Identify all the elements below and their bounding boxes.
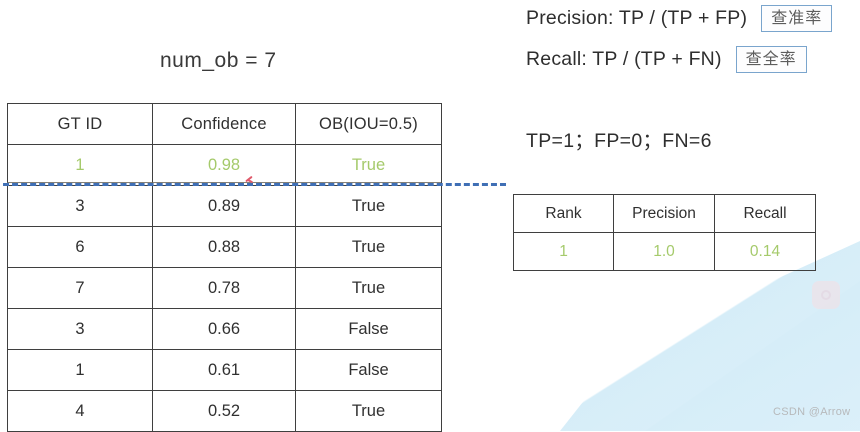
column-header-confidence: Confidence — [152, 103, 296, 145]
site-watermark: CSDN @Arrow — [773, 406, 851, 418]
table-row: 7 0.78 True — [7, 267, 442, 309]
table-row: 1 0.98 True — [7, 144, 442, 186]
cell-confidence: 0.88 — [152, 226, 296, 268]
cell-confidence: 0.61 — [152, 349, 296, 391]
cell-ob: False — [295, 308, 442, 350]
table-row: 3 0.66 False — [7, 308, 442, 350]
column-header-recall: Recall — [714, 194, 816, 233]
app-badge-watermark-icon — [812, 281, 840, 309]
cell-ob: True — [295, 267, 442, 309]
cell-confidence: 0.98 — [152, 144, 296, 186]
cell-precision: 1.0 — [613, 232, 715, 271]
cell-gt-id: 1 — [7, 144, 153, 186]
results-table-header-row: Rank Precision Recall — [513, 194, 816, 233]
column-header-precision: Precision — [613, 194, 715, 233]
recall-formula: Recall: TP / (TP + FN) 查全率 — [526, 46, 807, 73]
cell-gt-id: 1 — [7, 349, 153, 391]
table-row: 6 0.88 True — [7, 226, 442, 268]
precision-formula: Precision: TP / (TP + FP) 查准率 — [526, 5, 833, 32]
column-header-rank: Rank — [513, 194, 614, 233]
table-row: 4 0.52 True — [7, 390, 442, 432]
precision-formula-text: Precision: TP / (TP + FP) — [526, 6, 748, 29]
table-row: 1 0.61 False — [7, 349, 442, 391]
rank-cut-dashed-line — [0, 183, 506, 186]
cell-ob: True — [295, 390, 442, 432]
num-ob-title: num_ob = 7 — [160, 49, 277, 72]
detections-table-header-row: GT ID Confidence OB(IOU=0.5) — [7, 103, 442, 145]
results-table: Rank Precision Recall 1 1.0 0.14 — [513, 194, 816, 271]
precision-cn-tag: 查准率 — [761, 5, 833, 32]
table-row: 1 1.0 0.14 — [513, 232, 816, 271]
cell-confidence: 0.78 — [152, 267, 296, 309]
cell-recall: 0.14 — [714, 232, 816, 271]
cell-ob: True — [295, 144, 442, 186]
cell-gt-id: 3 — [7, 308, 153, 350]
column-header-ob-iou: OB(IOU=0.5) — [295, 103, 442, 145]
cell-confidence: 0.89 — [152, 185, 296, 227]
tp-fp-fn-counts: TP=1；FP=0；FN=6 — [526, 130, 712, 152]
detections-table: GT ID Confidence OB(IOU=0.5) 1 0.98 True… — [7, 103, 442, 432]
recall-formula-text: Recall: TP / (TP + FN) — [526, 47, 722, 70]
cell-gt-id: 7 — [7, 267, 153, 309]
cell-ob: True — [295, 226, 442, 268]
table-row: 3 0.89 True — [7, 185, 442, 227]
column-header-gt-id: GT ID — [7, 103, 153, 145]
cell-confidence: 0.66 — [152, 308, 296, 350]
cell-rank: 1 — [513, 232, 614, 271]
cell-ob: True — [295, 185, 442, 227]
cell-gt-id: 4 — [7, 390, 153, 432]
cell-ob: False — [295, 349, 442, 391]
cell-gt-id: 3 — [7, 185, 153, 227]
cell-gt-id: 6 — [7, 226, 153, 268]
recall-cn-tag: 查全率 — [735, 46, 807, 73]
rank-cut-line-underlay — [7, 182, 441, 183]
cell-confidence: 0.52 — [152, 390, 296, 432]
